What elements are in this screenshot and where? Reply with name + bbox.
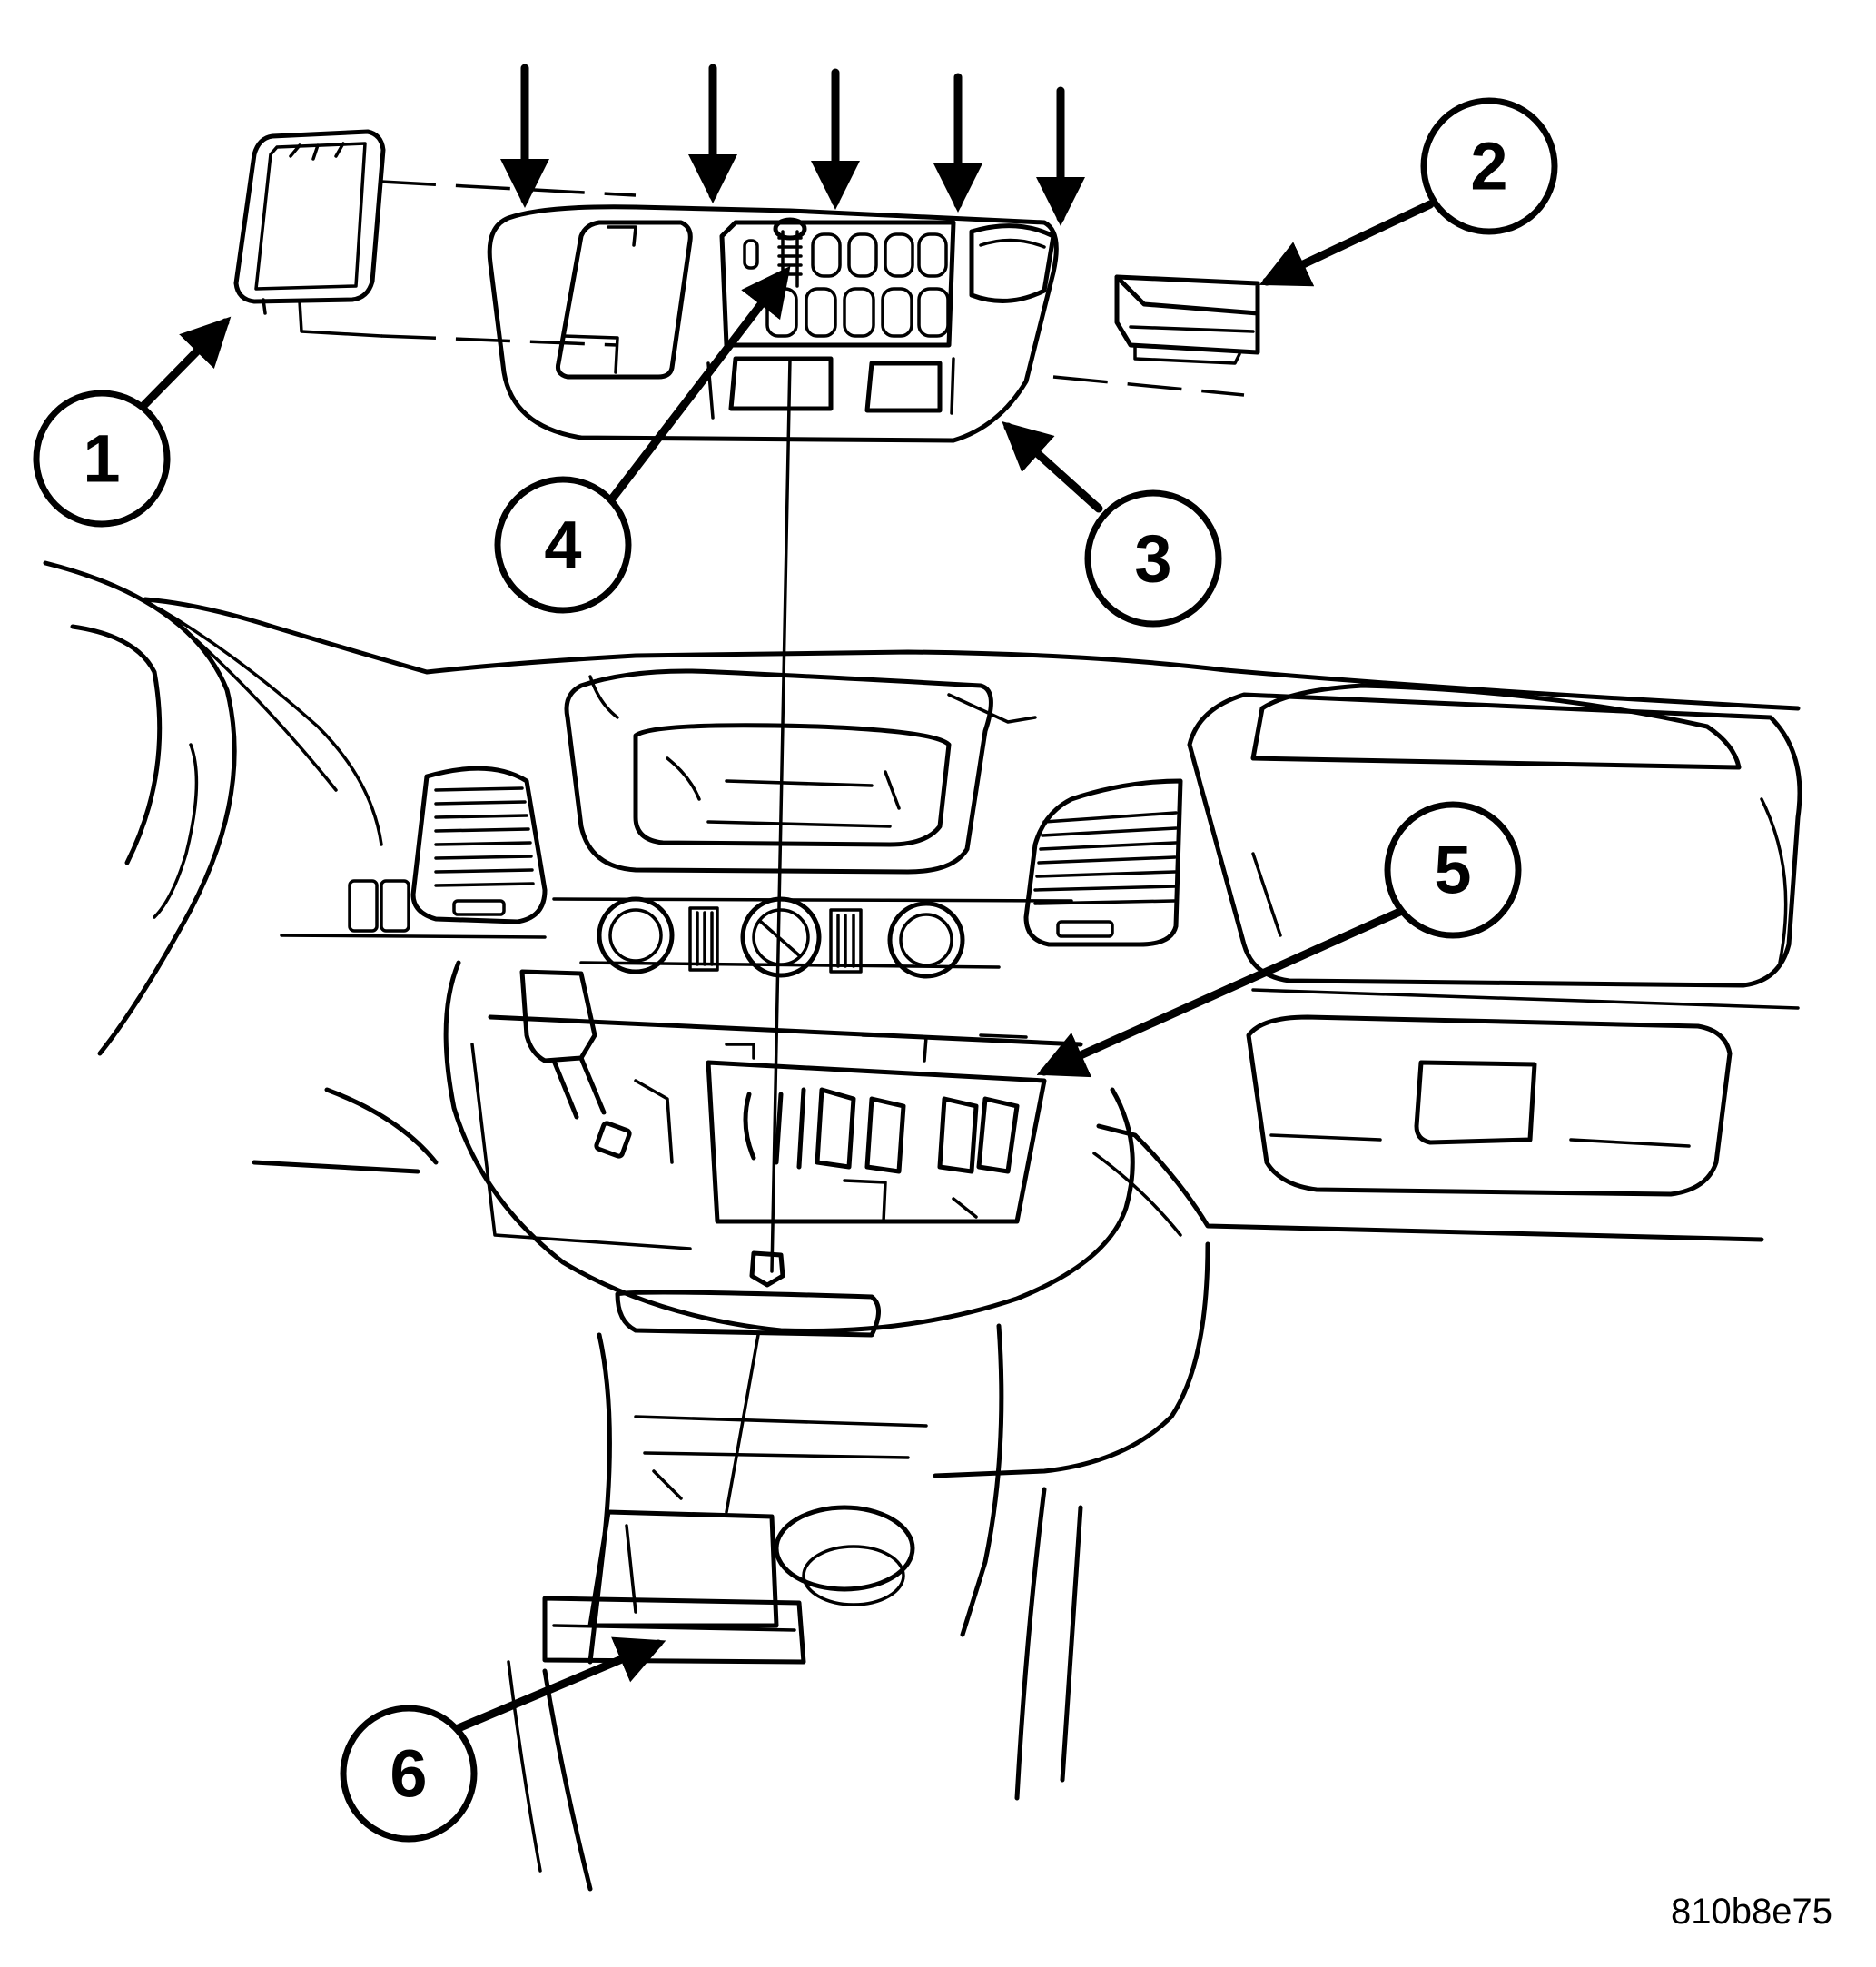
fastener-arrows: [500, 64, 1085, 226]
callout-4: 4: [494, 476, 632, 614]
callout-3: 3: [1084, 489, 1222, 628]
svg-text:4: 4: [544, 508, 581, 583]
callout-1: 1: [33, 390, 171, 528]
leader-screw: [770, 357, 792, 1273]
svg-text:2: 2: [1470, 129, 1507, 204]
switch-bezel-part: [487, 204, 1059, 443]
callout-5: 5: [1384, 801, 1522, 939]
instrument-panel: [43, 560, 1802, 1892]
leader-drawer: [725, 1333, 760, 1514]
figure-id: 810b8e75: [1671, 1892, 1832, 1932]
svg-text:3: 3: [1134, 521, 1171, 597]
svg-text:5: 5: [1434, 833, 1471, 908]
leader-connector: [1052, 375, 1245, 397]
connector-part: [1114, 274, 1260, 365]
console-drawer-part: [542, 1509, 806, 1665]
callout-6: 6: [340, 1705, 478, 1843]
leader-cover-top: [380, 180, 637, 197]
bezel-cover-part: [233, 129, 386, 338]
callout-2: 2: [1420, 97, 1558, 235]
svg-text:6: 6: [390, 1736, 427, 1812]
callout-arrows: [132, 200, 1435, 1735]
svg-text:1: 1: [83, 421, 120, 497]
